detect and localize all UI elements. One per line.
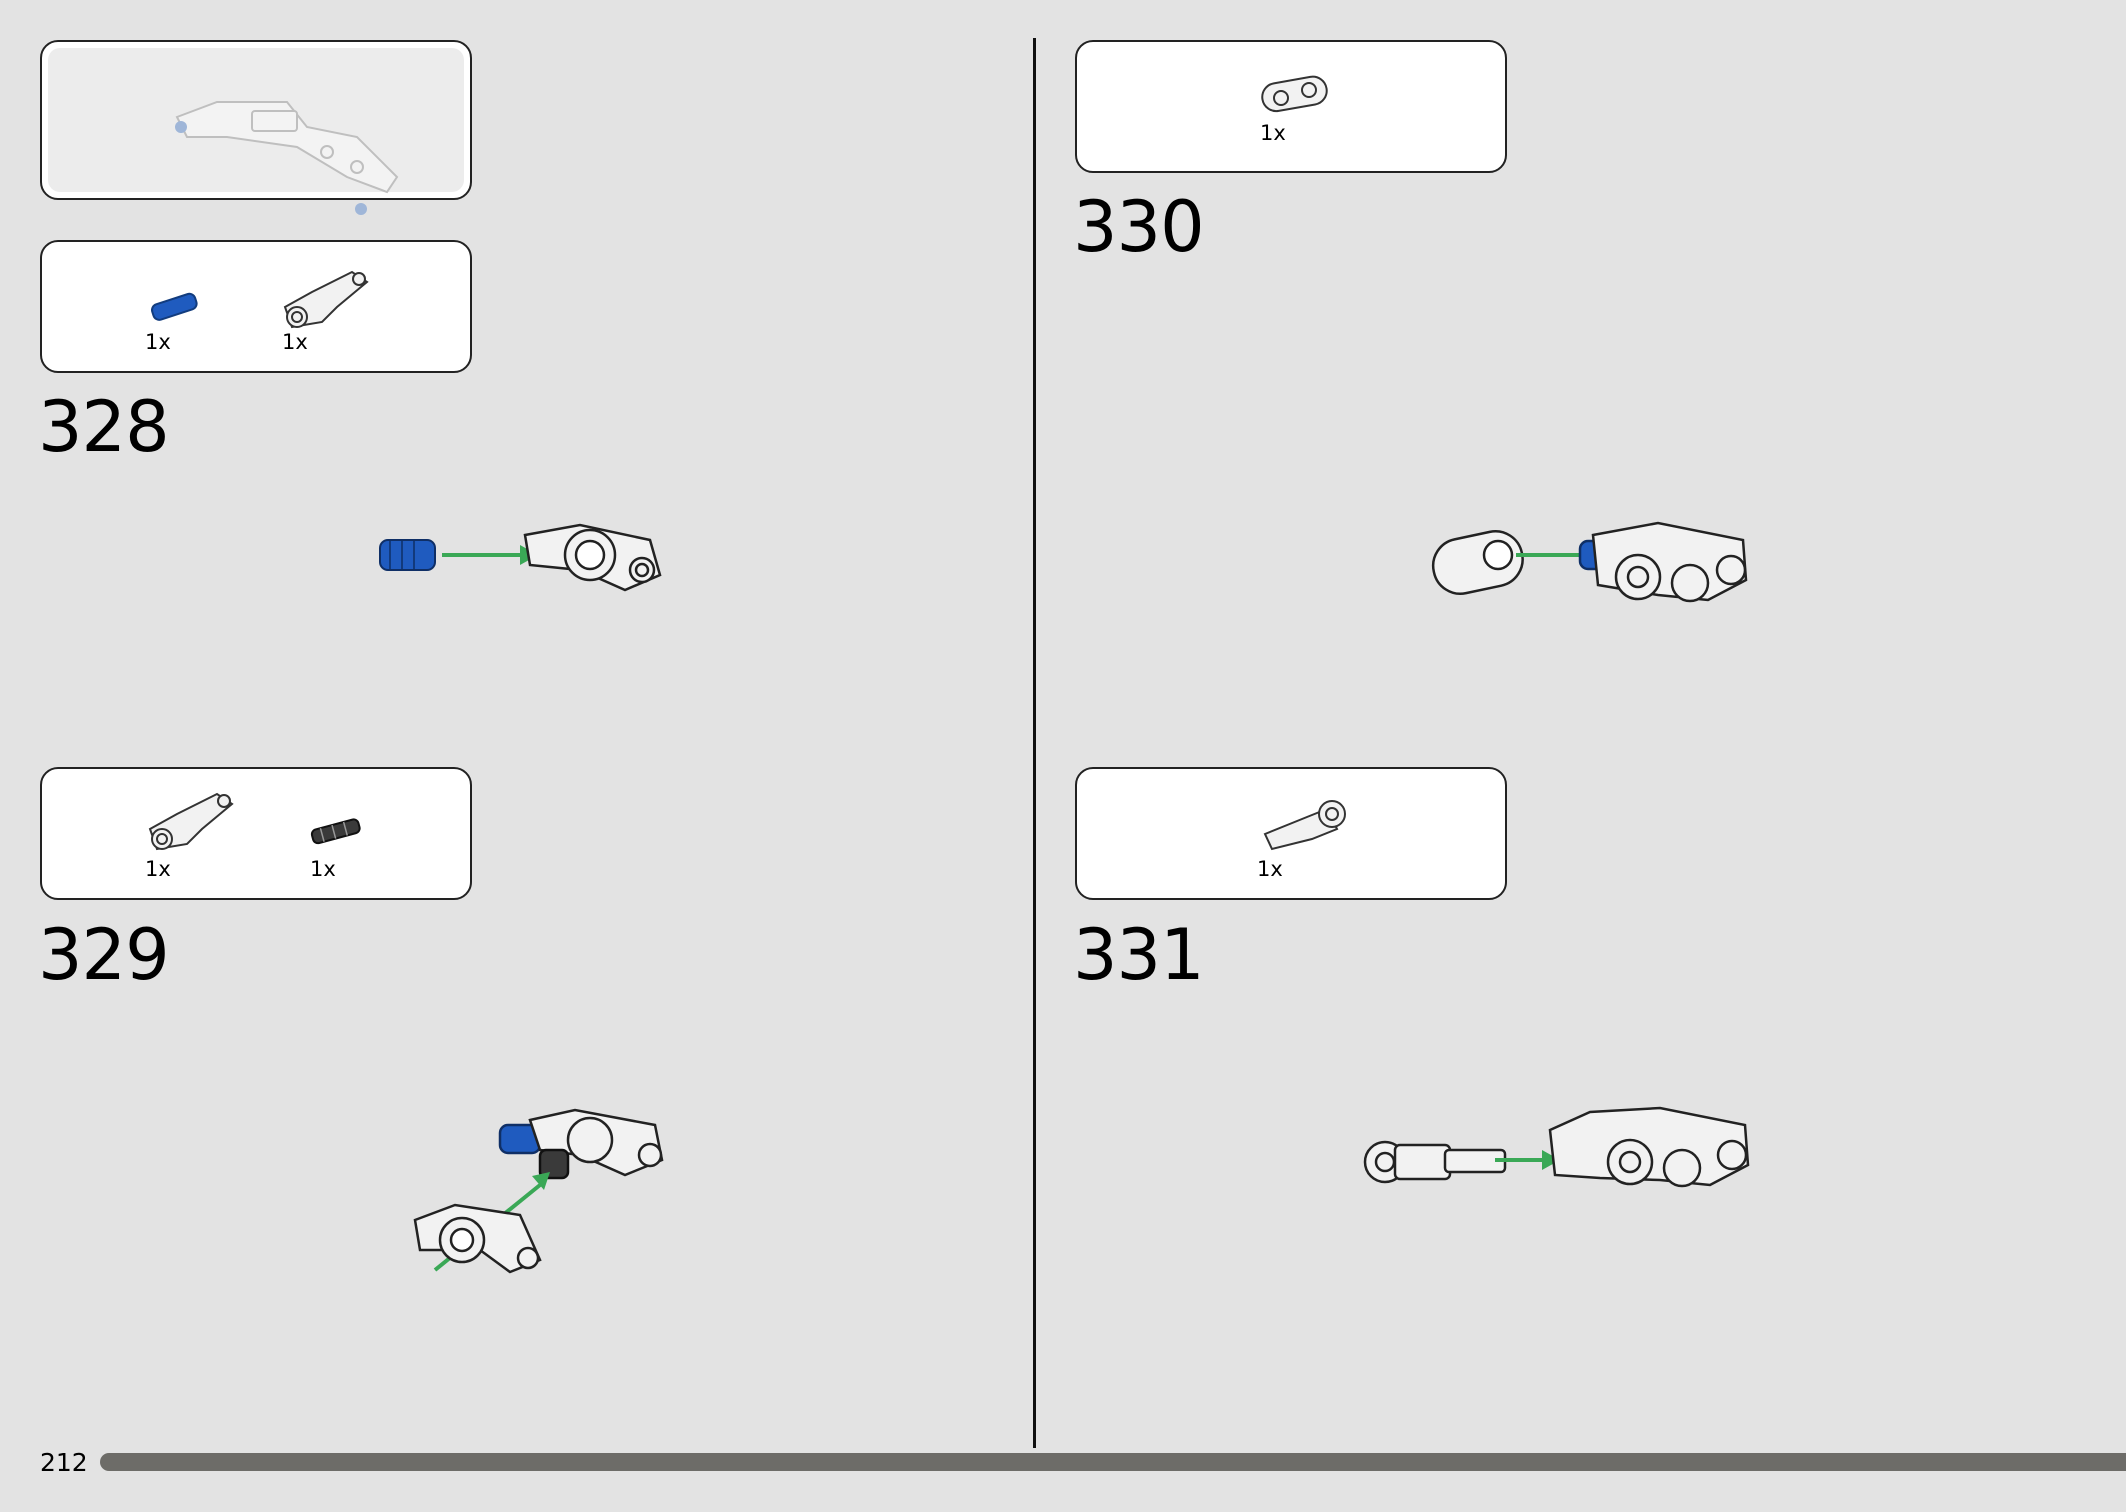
step-number-328: 328: [38, 386, 170, 468]
step-number-330: 330: [1073, 186, 1205, 268]
parts-box-step-329: 1x 1x: [40, 767, 472, 900]
page-number: 212: [40, 1448, 88, 1477]
submodel-preview-image: [175, 101, 399, 215]
column-divider: [1033, 38, 1036, 1448]
angle-connector-icon: [148, 792, 234, 851]
part-qty-angle-connector: 1x: [282, 330, 308, 354]
beam-1x2-icon: [1261, 75, 1328, 113]
black-pin-icon: [310, 818, 361, 845]
page-progress-bar: [100, 1453, 2126, 1471]
part-qty-black-pin: 1x: [310, 857, 336, 881]
part-qty-blue-pin: 1x: [145, 330, 171, 354]
step-330-assembly-image: [1431, 521, 1748, 603]
blue-pin-icon: [151, 292, 198, 321]
step-number-331: 331: [1073, 914, 1205, 996]
axle-connector-icon: [1263, 800, 1346, 851]
angle-connector-icon: [283, 270, 369, 329]
step-number-329: 329: [38, 914, 170, 996]
parts-box-step-331: 1x: [1075, 767, 1507, 900]
step-329-assembly-image: [413, 1108, 664, 1274]
step-331-assembly-image: [1363, 1106, 1750, 1188]
part-qty-beam: 1x: [1260, 121, 1286, 145]
parts-box-step-328: 1x 1x: [40, 240, 472, 373]
part-qty-axle-connector: 1x: [1257, 857, 1283, 881]
step-328-assembly-image: [379, 523, 662, 592]
parts-box-step-330: 1x: [1075, 40, 1507, 173]
submodel-preview-box: [40, 40, 472, 215]
part-qty-angle-connector: 1x: [145, 857, 171, 881]
